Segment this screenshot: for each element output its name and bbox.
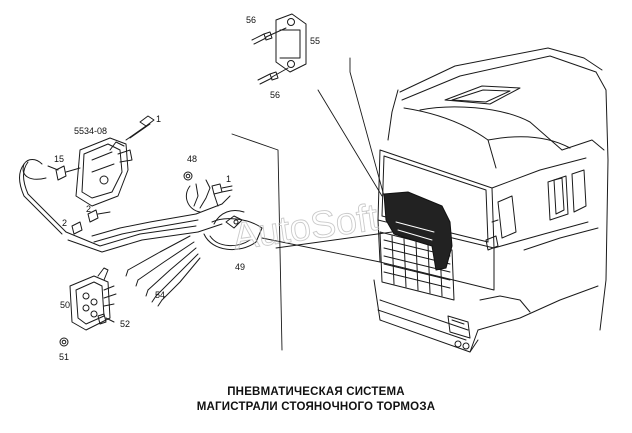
- part-48-clip: [183, 171, 201, 213]
- truck-cab: [373, 47, 609, 353]
- callout-1-middle: 1: [226, 174, 231, 184]
- callout-54: 54: [155, 290, 165, 300]
- part-2-fittings: [71, 209, 111, 235]
- callout-49: 49: [235, 262, 245, 272]
- part-5534-08-valve: [75, 137, 133, 207]
- callout-5534-08: 5534-08: [74, 126, 107, 136]
- callout-56-lower: 56: [270, 90, 280, 100]
- caption-title: ПНЕВМАТИЧЕСКАЯ СИСТЕМА: [227, 386, 405, 398]
- callout-15: 15: [54, 154, 64, 164]
- part-50-valve: [69, 267, 117, 331]
- part-1-bolt-middle: [211, 183, 233, 207]
- watermark-logo: AutoSoft: [230, 197, 381, 259]
- callout-labels: 56 55 56 1 5534-08 15 48 1 2 2 49 54 50 …: [54, 15, 320, 362]
- part-1-bolt-top: [125, 115, 155, 141]
- part-56-bolt-upper: [251, 27, 287, 45]
- part-52-fitting: [97, 313, 115, 325]
- callout-50: 50: [60, 300, 70, 310]
- callout-1-top: 1: [156, 114, 161, 124]
- part-49-bracket: [203, 210, 263, 251]
- callout-52: 52: [120, 319, 130, 329]
- callout-2-upper: 2: [86, 204, 91, 214]
- callout-48: 48: [187, 154, 197, 164]
- callout-56-upper: 56: [246, 15, 256, 25]
- part-51-cap: [59, 337, 69, 347]
- callout-2-left: 2: [62, 218, 67, 228]
- part-15-connector: [22, 159, 81, 181]
- callout-51: 51: [59, 352, 69, 362]
- part-54-pipes: [125, 235, 201, 307]
- pipe-harness: [19, 161, 231, 253]
- callout-55: 55: [310, 36, 320, 46]
- caption-subtitle: МАГИСТРАЛИ СТОЯНОЧНОГО ТОРМОЗА: [196, 401, 436, 413]
- leader-lines: [231, 57, 393, 351]
- part-55-gasket: [275, 13, 307, 73]
- part-56-bolt-lower: [257, 67, 289, 85]
